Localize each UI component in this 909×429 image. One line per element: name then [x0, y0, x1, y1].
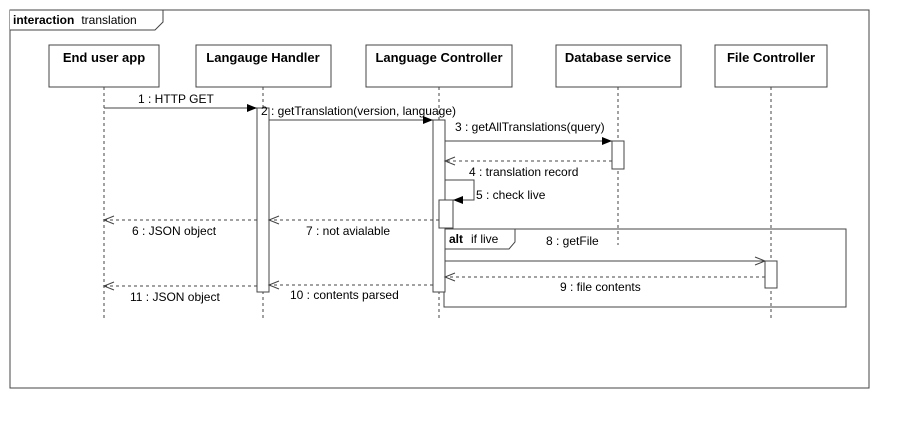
- message-8-get-file: 8 : getFile: [445, 234, 767, 266]
- alt-keyword: alt: [449, 232, 463, 246]
- message-3-get-all-translations: 3 : getAllTranslations(query): [445, 120, 612, 145]
- activation-language-handler: [256, 107, 270, 293]
- message-4-translation-record: 4 : translation record: [443, 156, 612, 179]
- alt-fragment-tab: [444, 228, 516, 250]
- message-1-http-get: 1 : HTTP GET: [104, 92, 257, 112]
- activation-database-service: [611, 140, 625, 170]
- message-label: 2 : getTranslation(version, language): [261, 104, 456, 118]
- message-label: 5 : check live: [476, 188, 546, 202]
- message-label: 11 : JSON object: [130, 290, 220, 304]
- lifeline-label: Database service: [565, 50, 671, 65]
- interaction-frame: [9, 9, 870, 389]
- message-label: 7 : not avialable: [306, 224, 390, 238]
- lifeline-file-controller: File Controller: [714, 44, 828, 318]
- message-label: 10 : contents parsed: [290, 288, 399, 302]
- message-10-contents-parsed: 10 : contents parsed: [267, 280, 433, 302]
- lifeline-end-user-app: End user app: [48, 44, 160, 318]
- message-label: 4 : translation record: [469, 165, 578, 179]
- message-label: 1 : HTTP GET: [138, 92, 214, 106]
- message-label: 8 : getFile: [546, 234, 599, 248]
- alt-fragment-heading: alt if live: [449, 230, 499, 247]
- message-9-file-contents: 9 : file contents: [443, 272, 765, 294]
- lifeline-label: End user app: [63, 50, 145, 65]
- frame-keyword: interaction: [13, 13, 74, 27]
- message-label: 9 : file contents: [560, 280, 641, 294]
- message-label: 3 : getAllTranslations(query): [455, 120, 605, 134]
- frame-title: interaction translation: [13, 11, 137, 28]
- activation-file-controller: [764, 260, 778, 289]
- message-2-get-translation: 2 : getTranslation(version, language): [261, 104, 456, 124]
- lifeline-label: File Controller: [727, 50, 815, 65]
- lifeline-database-service: Database service: [555, 44, 682, 245]
- message-5-check-live: 5 : check live: [445, 179, 546, 204]
- message-11-json-object: 11 : JSON object: [102, 281, 257, 304]
- activation-check-live: [438, 199, 454, 229]
- lifeline-language-handler: Langauge Handler: [195, 44, 332, 318]
- frame-name: translation: [81, 13, 136, 27]
- alt-guard: if live: [471, 232, 499, 246]
- frame-tab: [10, 9, 164, 31]
- message-7-not-available: 7 : not avialable: [267, 215, 439, 238]
- message-6-json-object: 6 : JSON object: [102, 215, 257, 238]
- lifeline-label: Langauge Handler: [206, 50, 319, 65]
- lifeline-label: Language Controller: [375, 50, 502, 65]
- message-label: 6 : JSON object: [132, 224, 217, 238]
